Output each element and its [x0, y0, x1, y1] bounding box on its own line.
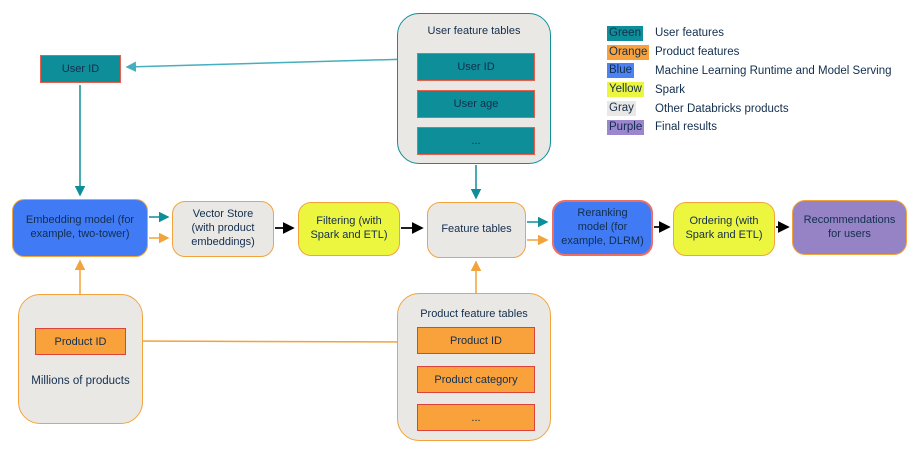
green-swatch: Green: [607, 25, 643, 41]
blue-swatch: Blue: [607, 63, 635, 79]
legend-label: User features: [655, 27, 725, 40]
user-feature-tables-title: User feature tables: [427, 25, 521, 37]
legend-label: Product features: [655, 46, 740, 59]
millions-of-products-container: Product ID Millions of products: [18, 294, 143, 424]
node-recommendations: Recommendations for users: [792, 200, 907, 255]
legend-label: Spark: [655, 83, 686, 96]
node-embedding-model: Embedding model (for example, two-tower): [12, 199, 148, 257]
millions-of-products-caption: Millions of products: [31, 375, 130, 387]
product-feature-row-product-id: Product ID: [417, 327, 535, 354]
product-feature-tables-title: Product feature tables: [420, 308, 528, 320]
product-feature-row-ellipsis: ...: [417, 404, 535, 431]
legend-row-yellow: Yellow Spark: [607, 80, 892, 99]
yellow-swatch: Yellow: [607, 82, 644, 98]
legend-label: Other Databricks products: [655, 102, 789, 115]
purple-swatch: Purple: [607, 119, 645, 135]
node-feature-tables: Feature tables: [427, 202, 526, 258]
arrow-userid-to-userfeaturetable: [125, 54, 412, 72]
legend-swatch-cell: Purple: [607, 119, 655, 135]
user-feature-tables-container: User feature tables User ID User age ...: [397, 13, 551, 164]
user-feature-row-user-age: User age: [417, 90, 535, 118]
legend-swatch-cell: Yellow: [607, 82, 655, 98]
legend-swatch-cell: Gray: [607, 101, 655, 117]
legend-row-blue: Blue Machine Learning Runtime and Model …: [607, 62, 892, 81]
node-vector-store: Vector Store (with product embeddings): [172, 201, 274, 257]
legend-label: Machine Learning Runtime and Model Servi…: [655, 64, 892, 77]
legend-swatch-cell: Green: [607, 25, 655, 41]
legend-swatch-cell: Blue: [607, 63, 655, 79]
legend-row-gray: Gray Other Databricks products: [607, 99, 892, 118]
gray-swatch: Gray: [607, 101, 636, 117]
node-filtering: Filtering (with Spark and ETL): [298, 202, 400, 256]
legend-row-purple: Purple Final results: [607, 118, 892, 137]
legend-label: Final results: [655, 121, 717, 134]
legend: Green User features Orange Product featu…: [607, 24, 892, 137]
legend-row-green: Green User features: [607, 24, 892, 43]
node-reranking-model: Reranking model (for example, DLRM): [552, 200, 653, 256]
node-ordering: Ordering (with Spark and ETL): [673, 202, 775, 256]
millions-product-id: Product ID: [35, 328, 126, 355]
user-feature-row-user-id: User ID: [417, 53, 535, 81]
node-user-id: User ID: [40, 55, 121, 83]
legend-swatch-cell: Orange: [607, 44, 655, 60]
product-feature-row-category: Product category: [417, 366, 535, 393]
arrow-productid-to-productfeaturetable: [126, 335, 415, 348]
orange-swatch: Orange: [607, 44, 650, 60]
legend-row-orange: Orange Product features: [607, 43, 892, 62]
product-feature-tables-container: Product feature tables Product ID Produc…: [397, 293, 551, 441]
user-feature-row-ellipsis: ...: [417, 127, 535, 155]
